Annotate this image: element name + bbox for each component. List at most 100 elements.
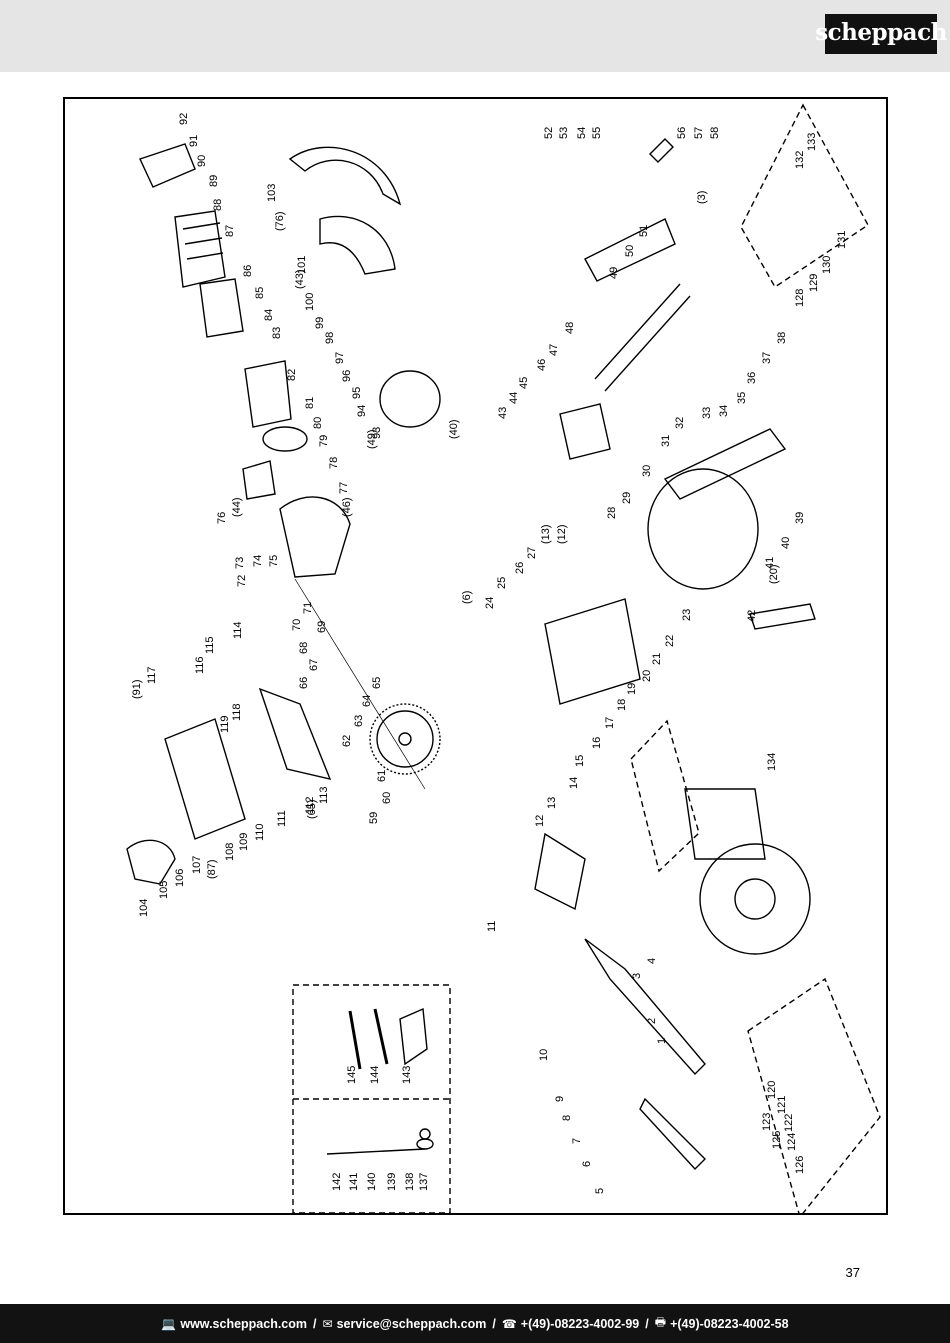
part-number-label: 141 [348, 1173, 360, 1191]
part-number-label: 39 [794, 512, 806, 524]
part-number-label: 48 [564, 322, 576, 334]
part-number-label: 144 [369, 1066, 381, 1084]
part-number-label: 82 [286, 369, 298, 381]
brand-name: scheppach [815, 19, 947, 46]
base-turntable [699, 843, 811, 955]
part-number-label: 19 [626, 683, 638, 695]
part-number-label: 138 [404, 1173, 416, 1191]
telephone-icon: ☎ [501, 1316, 517, 1331]
part-number-label: 62 [341, 735, 353, 747]
bearing-ring [262, 426, 308, 452]
part-number-label: 70 [291, 619, 303, 631]
part-number-label: 132 [794, 151, 806, 169]
bracket-reference-label: (43) [294, 269, 306, 289]
motor-cap [139, 143, 196, 188]
part-number-label: 18 [616, 699, 628, 711]
part-number-label: 124 [786, 1133, 798, 1151]
base-turntable-hub [734, 878, 776, 920]
part-number-label: 11 [486, 921, 498, 932]
diagram-artwork [126, 103, 881, 1213]
part-number-label: 37 [761, 352, 773, 364]
bracket-reference-label: (20) [768, 564, 780, 584]
part-number-label: 86 [242, 265, 254, 277]
handle-grip [258, 687, 332, 780]
saw-blade [369, 703, 441, 775]
dust-bag [399, 1007, 428, 1066]
bracket-reference-label: (6) [461, 591, 473, 604]
part-number-label: 133 [806, 133, 818, 151]
bracket-reference-label: (65) [306, 799, 318, 819]
part-number-label: 60 [381, 792, 393, 804]
motor-housing-line [184, 237, 223, 245]
turntable [647, 468, 759, 590]
part-number-label: 7 [571, 1138, 583, 1144]
part-number-label: 67 [308, 659, 320, 671]
part-number-label: 100 [304, 293, 316, 311]
lock-pin [649, 138, 674, 163]
part-number-label: 22 [664, 635, 676, 647]
footer-website-link[interactable]: www.scheppach.com [180, 1316, 308, 1331]
footer-email-link[interactable]: service@scheppach.com [336, 1316, 487, 1331]
part-number-label: 92 [178, 113, 190, 125]
part-number-label: 110 [254, 823, 266, 841]
fax-icon: 🖶 [654, 1315, 667, 1329]
bracket-reference-label: (40) [448, 419, 460, 439]
dust-bag-rod [373, 1008, 389, 1065]
part-number-label: 128 [794, 289, 806, 307]
clamp-rod [326, 1148, 426, 1155]
part-number-label: 64 [361, 695, 373, 707]
part-number-label: 41 [764, 557, 776, 569]
footer-fax: +(49)-08223-4002-58 [670, 1316, 789, 1331]
part-number-label: 12 [534, 815, 546, 827]
part-number-label: 88 [212, 199, 224, 211]
part-number-label: 3 [631, 973, 643, 979]
part-number-label: 51 [638, 225, 650, 237]
bracket-reference-label: (91) [131, 679, 143, 699]
part-number-label: 142 [331, 1173, 343, 1191]
part-number-label: 66 [298, 677, 310, 689]
part-number-label: 108 [224, 843, 236, 861]
part-number-label: 53 [558, 127, 570, 139]
stator [199, 278, 244, 338]
part-number-label: 40 [780, 537, 792, 549]
part-number-label: 131 [836, 231, 848, 249]
part-number-label: 137 [418, 1173, 430, 1191]
part-number-label: 119 [219, 715, 231, 733]
part-number-label: 93 [371, 427, 383, 439]
brush-plate [242, 460, 276, 500]
part-number-label: 69 [316, 621, 328, 633]
clamp-washer [416, 1138, 434, 1150]
part-number-labels: 1234567891011121314151617181920212223242… [138, 113, 848, 1194]
part-number-label: 72 [236, 575, 248, 587]
part-number-label: 47 [548, 344, 560, 356]
part-number-label: 30 [641, 465, 653, 477]
page-number: 37 [845, 1265, 860, 1280]
bracket-reference-label: (46) [341, 497, 353, 517]
part-number-label: 24 [484, 597, 496, 609]
part-number-label: 9 [554, 1096, 566, 1102]
base-housing [684, 788, 766, 860]
footer-separator: / [645, 1316, 649, 1331]
inset-box-clamp [630, 719, 700, 873]
gear-housing [279, 496, 351, 578]
part-number-label: 42 [746, 610, 758, 622]
footer-separator: / [492, 1316, 496, 1331]
bracket-reference-label: (49) [366, 429, 378, 449]
part-number-label: 106 [174, 869, 186, 887]
part-number-label: 71 [302, 602, 314, 614]
diagram-canvas: 1234567891011121314151617181920212223242… [126, 103, 881, 1213]
dust-bag-pin [348, 1010, 362, 1070]
inset-box-extension [747, 977, 881, 1213]
accessory-knob [419, 1128, 431, 1140]
motor-housing-line [186, 252, 224, 260]
part-number-label: 139 [386, 1173, 398, 1191]
part-number-label: 94 [356, 405, 368, 417]
part-number-label: 20 [641, 670, 653, 682]
bracket-reference-label: (76) [274, 211, 286, 231]
part-number-label: 46 [536, 359, 548, 371]
part-number-label: 89 [208, 175, 220, 187]
part-number-label: 145 [346, 1066, 358, 1084]
part-number-label: 59 [368, 812, 380, 824]
part-number-label: 91 [188, 135, 200, 147]
